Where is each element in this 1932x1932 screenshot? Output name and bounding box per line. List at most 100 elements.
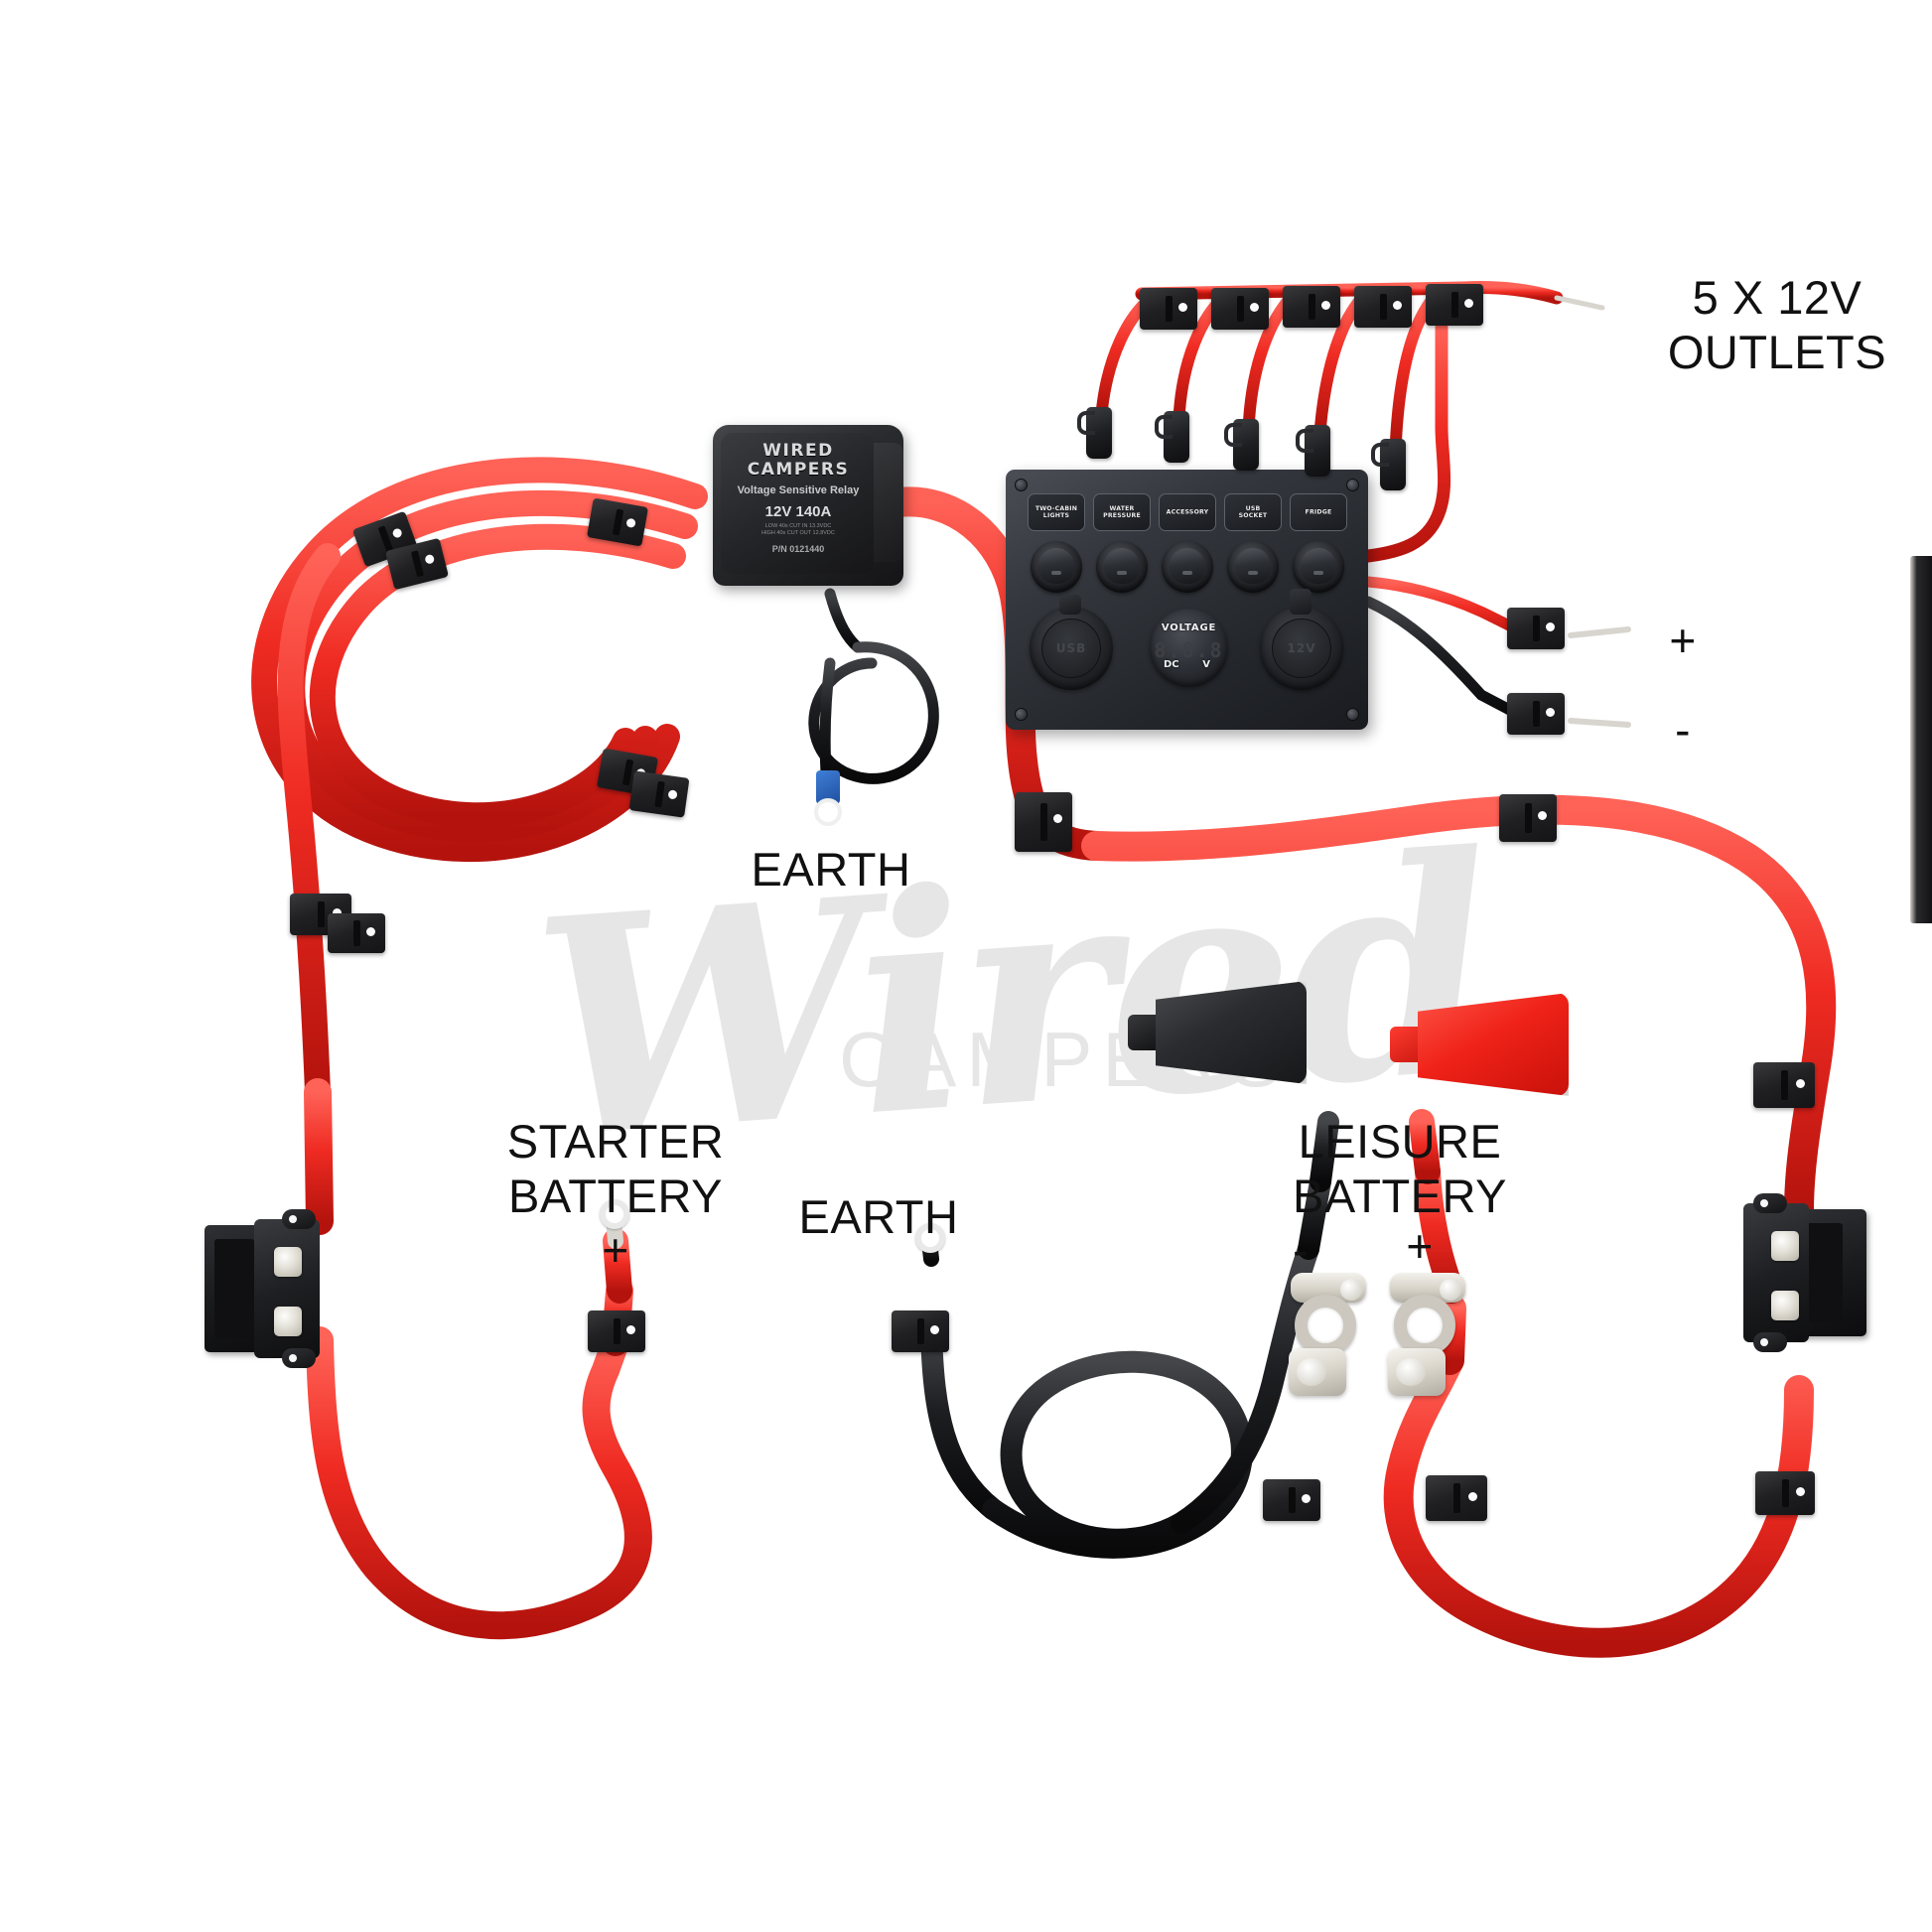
boot-shell <box>1156 981 1307 1084</box>
cable-clip <box>1426 1475 1487 1521</box>
fuse-holder-mount-ear <box>282 1209 316 1229</box>
fuse-holder-leisure <box>1743 1193 1866 1352</box>
label-starter-battery-plus: + <box>602 1224 629 1276</box>
clamp-bolt-nut <box>1289 1348 1346 1396</box>
switch-column[interactable]: USB SOCKET <box>1224 493 1282 593</box>
voltmeter-unit-dc: DC <box>1164 659 1179 670</box>
cable-clip <box>1263 1479 1320 1521</box>
outlet-connector <box>1371 439 1406 490</box>
clamp-ring <box>1394 1295 1455 1356</box>
vsr-label-face: WIRED CAMPERS Voltage Sensitive Relay 12… <box>721 433 874 574</box>
vsr-rating: 12V 140A <box>764 503 832 521</box>
red-starter-stub <box>603 1228 632 1304</box>
label-leisure-battery: LEISURE BATTERY <box>1293 1115 1507 1223</box>
cable-clip <box>1283 286 1340 328</box>
cable-clip <box>1499 794 1557 842</box>
vsr-earth-black-wire <box>808 588 939 784</box>
label-outlet-minus: - <box>1675 704 1691 756</box>
label-starter-battery: STARTER BATTERY <box>506 1115 725 1223</box>
switch-label-text: ACCESSORY <box>1166 508 1209 516</box>
cable-clip <box>1507 693 1565 735</box>
switch-column[interactable]: FRIDGE <box>1290 493 1347 593</box>
cable-clip <box>1753 1062 1815 1108</box>
ring-eyelet <box>915 1223 945 1253</box>
switch-label-text: WATER PRESSURE <box>1103 504 1141 519</box>
label-outlet-plus: + <box>1669 615 1697 666</box>
switch-column[interactable]: TWO-CABIN LIGHTS <box>1028 493 1085 593</box>
battery-terminal-clamp-positive <box>1380 1271 1475 1420</box>
fuse-terminal-post <box>274 1307 302 1336</box>
socket-inner <box>1271 618 1332 679</box>
label-earth-vsr: EARTH <box>751 843 911 896</box>
cable-clip <box>1140 288 1197 330</box>
switch-label-text: USB SOCKET <box>1238 504 1268 519</box>
switch-label-plate: ACCESSORY <box>1159 493 1216 531</box>
switch-label-text: FRIDGE <box>1305 508 1332 516</box>
switch-label-plate: FRIDGE <box>1290 493 1347 531</box>
outlet-connector <box>1155 411 1189 463</box>
cable-clip <box>588 1311 645 1352</box>
fuse-holder-strap <box>1743 1203 1809 1342</box>
switch-label-plate: WATER PRESSURE <box>1093 493 1151 531</box>
socket-inner <box>1040 618 1102 679</box>
switch-panel[interactable]: TWO-CABIN LIGHTS WATER PRESSURE ACCESSOR… <box>1006 470 1368 730</box>
twelve-volt-socket[interactable]: 12V <box>1260 589 1343 690</box>
switch-column[interactable]: ACCESSORY <box>1159 493 1216 593</box>
earth-ring-terminal <box>915 1223 945 1257</box>
rocker-switch-water-pressure[interactable] <box>1096 541 1148 593</box>
panel-screw <box>1015 708 1028 721</box>
earth-ring-terminal-blue <box>814 770 842 832</box>
switch-label-plate: TWO-CABIN LIGHTS <box>1028 493 1085 531</box>
starter-positive-ring-terminal <box>600 1199 629 1233</box>
panel-screw <box>1346 479 1359 491</box>
label-leisure-minus: - <box>1293 1224 1309 1276</box>
usb-socket-cap-text: USB <box>1055 641 1087 655</box>
switch-label-plate: USB SOCKET <box>1224 493 1282 531</box>
outlet-bare-tails <box>1568 626 1631 728</box>
edge-object <box>1910 556 1932 923</box>
switch-column[interactable]: WATER PRESSURE <box>1093 493 1151 593</box>
label-outlets: 5 X 12V OUTLETS <box>1667 271 1887 379</box>
voltmeter: VOLTAGE 8.8.8 DC V <box>1150 609 1228 687</box>
twelve-volt-cap-text: 12V <box>1287 641 1316 655</box>
socket-cap-flap[interactable] <box>1059 595 1081 615</box>
cable-clip <box>1015 792 1072 852</box>
red-cable-coil-left <box>251 457 708 1105</box>
cable-clip <box>628 770 690 818</box>
battery-terminal-clamp-negative <box>1281 1271 1376 1420</box>
terminal-boot-black <box>1128 981 1316 1090</box>
voltmeter-title: VOLTAGE <box>1161 622 1217 633</box>
fuse-terminal-post <box>1771 1231 1799 1261</box>
clamp-ring <box>1295 1295 1356 1356</box>
cable-clip <box>892 1311 949 1352</box>
outlet-connector <box>1224 419 1259 471</box>
cable-clip <box>1354 286 1412 328</box>
ring-eyelet <box>814 798 842 826</box>
rocker-switch-accessory[interactable] <box>1162 541 1213 593</box>
voltage-sensitive-relay[interactable]: WIRED CAMPERS Voltage Sensitive Relay 12… <box>713 425 903 586</box>
fuse-terminal-post <box>274 1247 302 1277</box>
red-cable-panel-to-outlets <box>1361 321 1543 645</box>
cable-clip <box>1755 1471 1815 1515</box>
boot-shell <box>1418 993 1569 1096</box>
terminal-boot-red <box>1390 993 1579 1102</box>
fuse-holder-starter <box>205 1209 328 1368</box>
cable-clip <box>328 913 385 953</box>
black-cable-panel-to-outlets <box>1362 596 1529 723</box>
fuse-holder-mount-ear <box>282 1348 316 1368</box>
vsr-part-number: P/N 0121440 <box>771 543 825 554</box>
rocker-switch-fridge[interactable] <box>1293 541 1344 593</box>
switch-label-text: TWO-CABIN LIGHTS <box>1035 504 1078 519</box>
fuse-holder-mount-ear <box>1753 1332 1787 1352</box>
outlet-rail-bare-tail <box>1554 295 1605 311</box>
rocker-switch-two-cabin-lights[interactable] <box>1031 541 1082 593</box>
clamp-bolt-nut <box>1388 1348 1446 1396</box>
socket-cap-flap[interactable] <box>1290 589 1311 615</box>
outlet-connector <box>1077 407 1112 459</box>
fuse-terminal-post <box>1771 1291 1799 1320</box>
rocker-switch-usb-socket[interactable] <box>1227 541 1279 593</box>
vsr-fineprint: LOW 40s CUT IN 13.3VDC HIGH 40s CUT OUT … <box>761 523 835 536</box>
ring-eyelet <box>600 1199 629 1229</box>
usb-socket[interactable]: USB <box>1030 595 1113 690</box>
cable-clip <box>1426 284 1483 326</box>
